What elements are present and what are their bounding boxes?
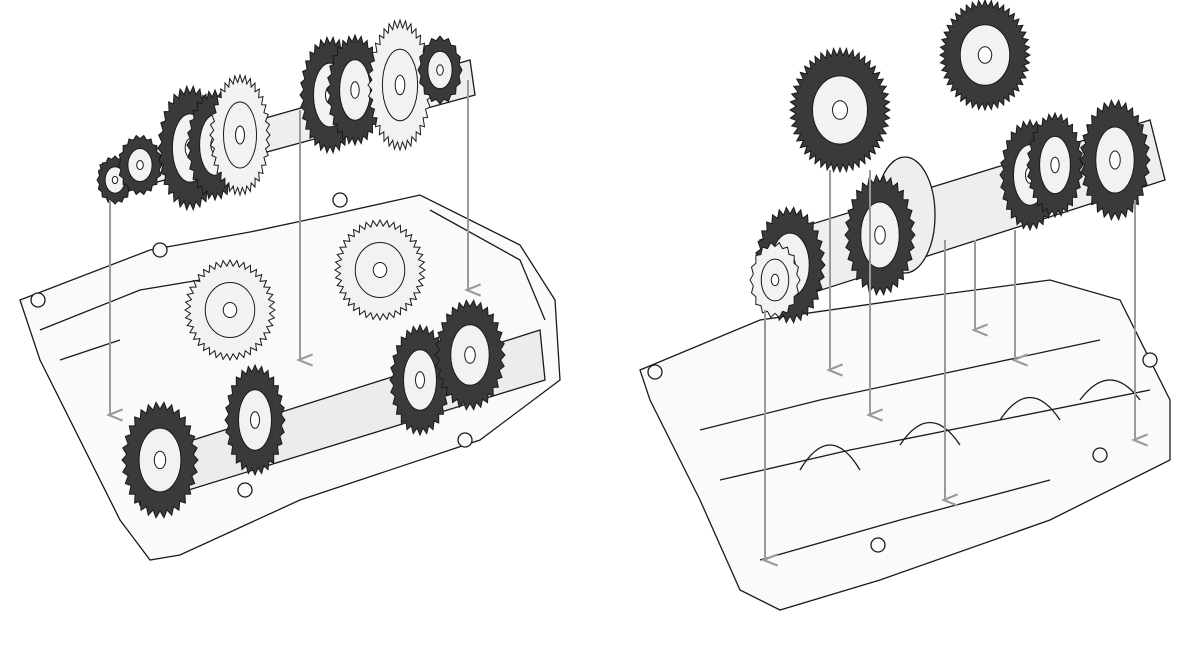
gear-lower-4	[434, 299, 506, 411]
bevel-gear-left-1	[184, 258, 276, 362]
bevel-gear-left-2	[334, 218, 426, 322]
gear-upper-left-ring	[209, 73, 271, 197]
gear-lower-3	[389, 323, 451, 437]
gear-upper-mid-ring	[367, 18, 433, 152]
gear-lower-1	[121, 401, 199, 519]
gear-right-endcap	[749, 241, 801, 319]
gear-upper-right	[417, 35, 463, 105]
gear-input-pinion	[117, 134, 163, 196]
bevel-gear-right-2	[939, 0, 1031, 112]
gear-right-4	[1026, 111, 1084, 219]
gear-upper-mid-2	[326, 33, 384, 147]
gear-right-5	[1079, 99, 1151, 221]
bevel-gear-right-1	[789, 46, 891, 174]
gear-lower-2	[224, 363, 286, 477]
right-housing	[639, 279, 1171, 611]
